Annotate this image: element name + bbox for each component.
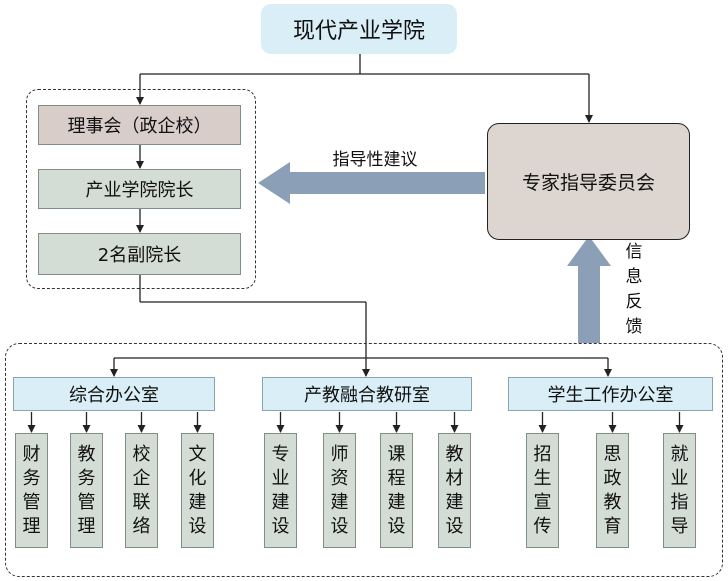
feedback-arrow — [567, 236, 611, 343]
feedback-arrow-label: 信 息 反 馈 — [625, 242, 643, 337]
leadership-group — [26, 89, 256, 289]
task-course-building: 课 程 建 设 — [380, 433, 413, 548]
task-faculty-building: 师 资 建 设 — [323, 433, 356, 548]
task-connectors — [27, 412, 684, 433]
operations-group — [5, 343, 723, 577]
general-office-node: 综合办公室 — [13, 377, 215, 411]
advice-arrow — [258, 162, 485, 204]
vice-dean-node: 2名副院长 — [38, 233, 241, 275]
advice-arrow-label: 指导性建议 — [332, 150, 418, 170]
task-industry-liaison: 校 企 联 络 — [125, 433, 158, 548]
task-textbook-building: 教 材 建 设 — [438, 433, 471, 548]
root-node: 现代产业学院 — [261, 4, 457, 54]
task-ideological-education: 思 政 教 育 — [596, 433, 629, 548]
task-major-building: 专 业 建 设 — [264, 433, 297, 548]
student-affairs-office-node: 学生工作办公室 — [508, 377, 713, 411]
task-career-guidance: 就 业 指 导 — [663, 433, 696, 548]
task-finance: 财 务 管 理 — [15, 433, 48, 548]
task-culture-building: 文 化 建 设 — [181, 433, 214, 548]
task-academic-affairs: 教 务 管 理 — [70, 433, 103, 548]
teaching-research-office-node: 产教融合教研室 — [262, 377, 472, 411]
expert-committee-node: 专家指导委员会 — [487, 123, 690, 240]
dean-node: 产业学院院长 — [38, 169, 241, 209]
council-node: 理事会（政企校） — [38, 105, 241, 145]
deputy-to-offices-connector — [110, 275, 612, 377]
task-admissions: 招 生 宣 传 — [526, 433, 559, 548]
